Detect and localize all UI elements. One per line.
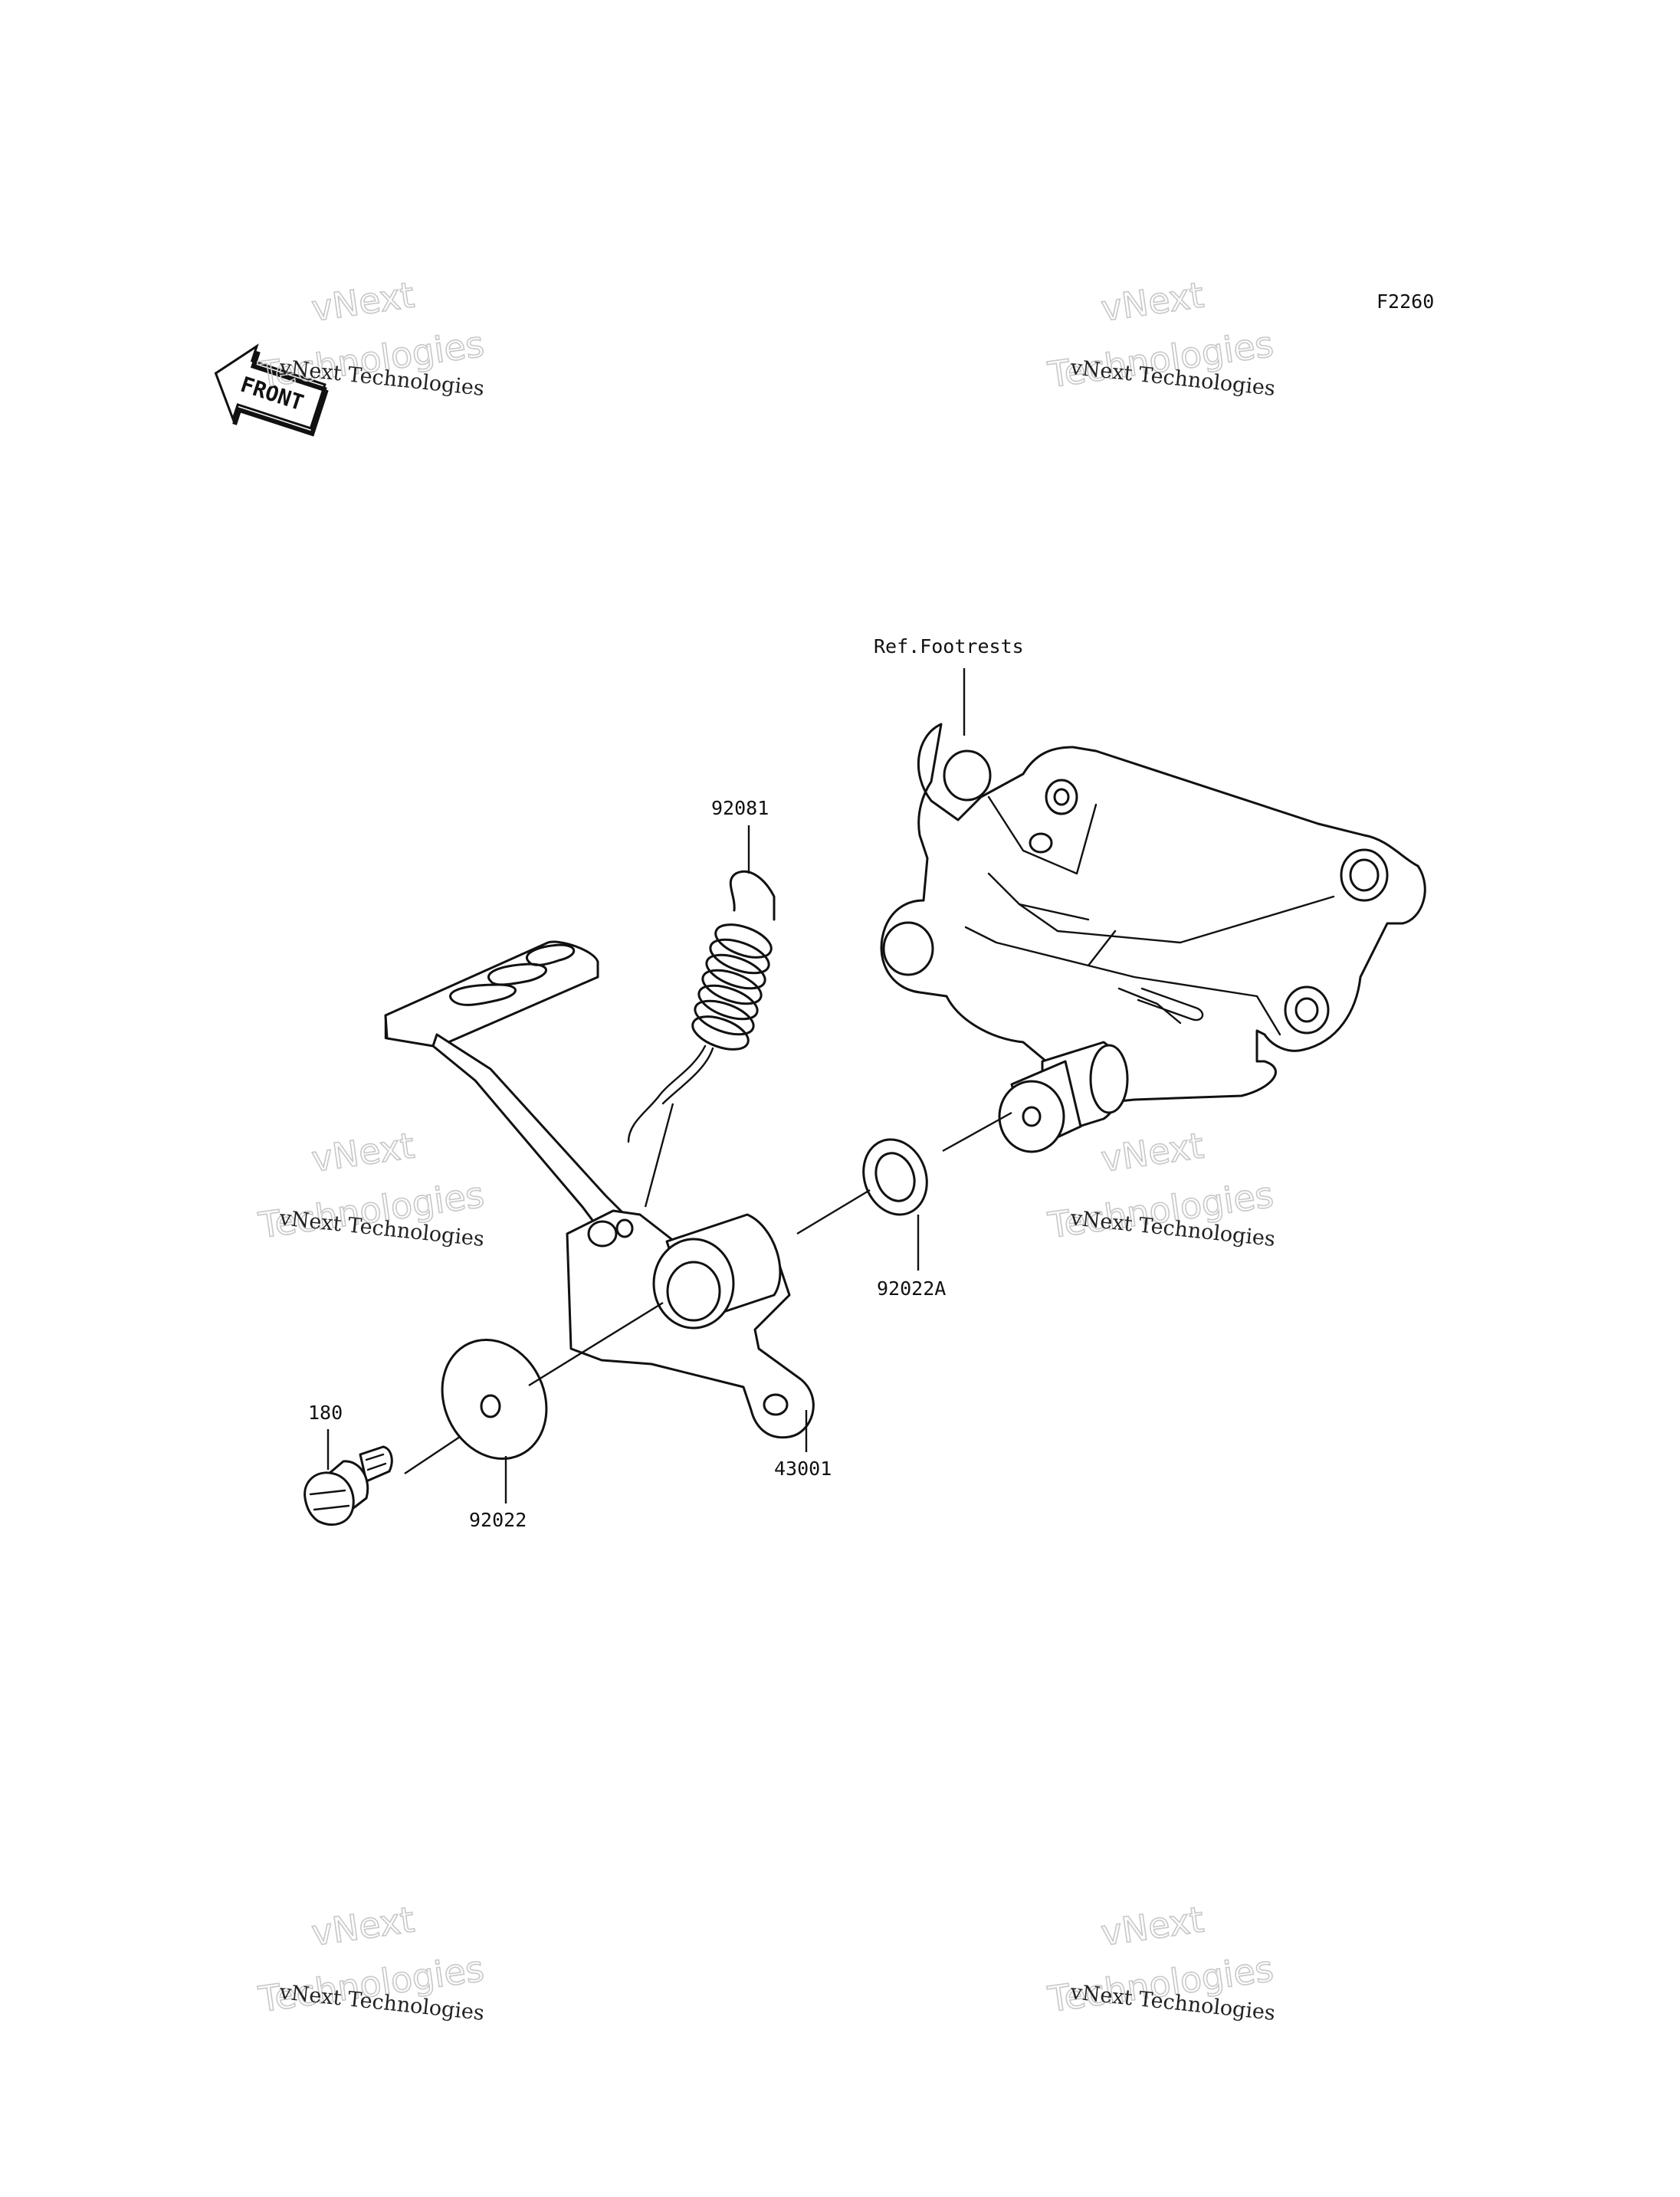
brake-pedal bbox=[384, 940, 815, 1439]
footrest-bracket bbox=[880, 723, 1426, 1153]
watermark-group: vNext Technologies vNext Technologies vN… bbox=[255, 274, 1277, 2025]
svg-text:vNext: vNext bbox=[309, 274, 417, 330]
diagram-code: F2260 bbox=[1376, 290, 1434, 313]
callout-pedal: 43001 bbox=[774, 1458, 832, 1480]
callout-ref-footrests: Ref.Footrests bbox=[874, 635, 1024, 657]
washer bbox=[441, 1338, 548, 1461]
svg-text:vNext: vNext bbox=[309, 1899, 417, 1954]
svg-text:vNext: vNext bbox=[1098, 1899, 1206, 1954]
washer-a bbox=[862, 1138, 928, 1216]
callout-spring: 92081 bbox=[711, 797, 769, 819]
callout-washer: 92022 bbox=[469, 1509, 527, 1531]
callout-bolt: 180 bbox=[308, 1402, 343, 1424]
svg-text:vNext: vNext bbox=[1098, 1125, 1206, 1180]
svg-text:vNext: vNext bbox=[1098, 274, 1206, 330]
return-spring bbox=[627, 870, 776, 1143]
front-arrow-icon: FRONT bbox=[214, 343, 329, 437]
svg-text:vNext: vNext bbox=[309, 1125, 417, 1180]
callout-washer-a: 92022A bbox=[877, 1277, 946, 1300]
bolt bbox=[304, 1445, 393, 1526]
